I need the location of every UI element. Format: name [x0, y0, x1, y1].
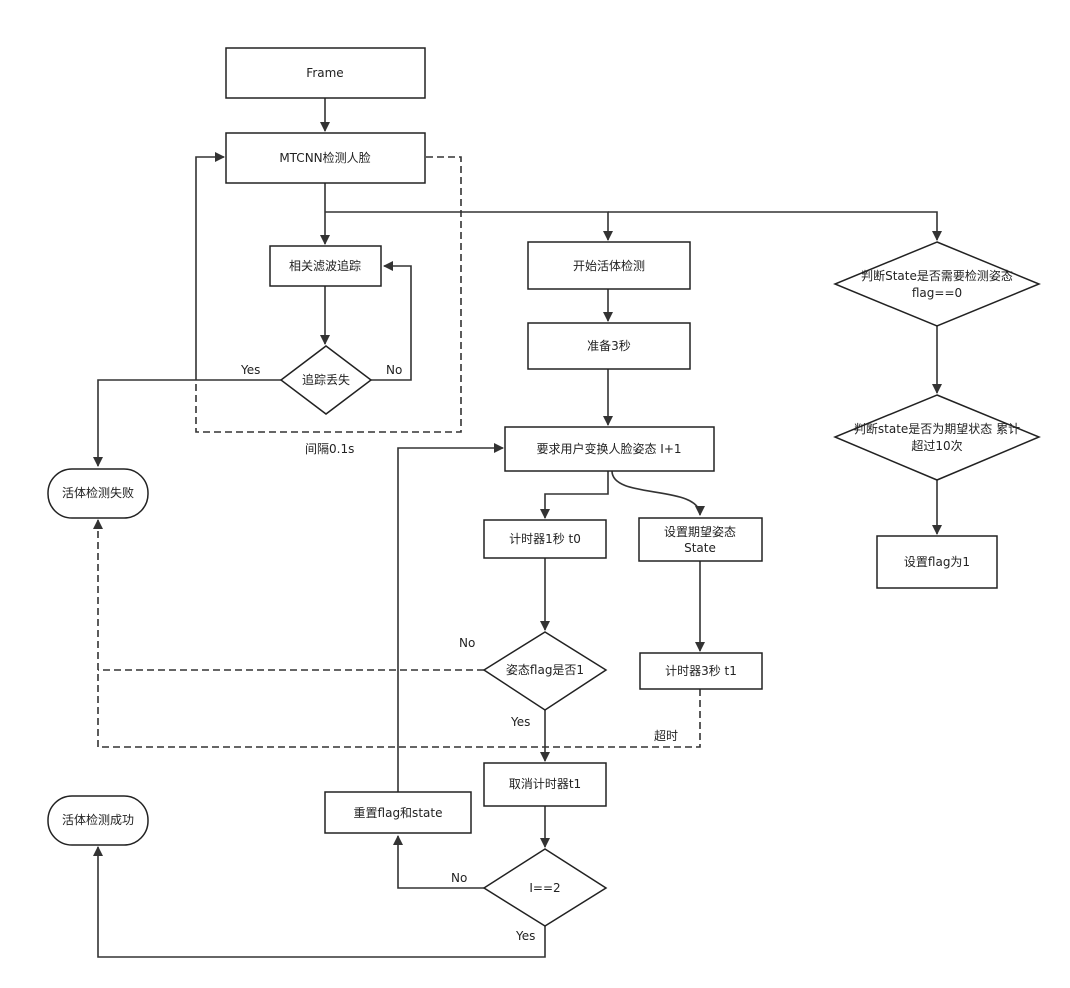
- node-set-flag-label: 设置flag为1: [904, 555, 970, 569]
- node-prepare-label: 准备3秒: [587, 339, 631, 353]
- edge-reset-request: [397, 443, 504, 792]
- node-success-label: 活体检测成功: [62, 812, 134, 827]
- node-success: 活体检测成功: [47, 795, 149, 846]
- node-set-flag: 设置flag为1: [876, 535, 998, 589]
- node-frame-label: Frame: [306, 66, 343, 80]
- edge-lost-yes: [93, 379, 281, 467]
- node-request: 要求用户变换人脸姿态 I+1: [504, 426, 715, 472]
- node-i-check-label: I==2: [529, 881, 560, 895]
- node-mtcnn-label: MTCNN检测人脸: [279, 150, 370, 165]
- label-pose-no: No: [459, 636, 475, 650]
- edge-i-no: [393, 835, 484, 889]
- node-pose-check-label: 姿态flag是否1: [506, 663, 584, 677]
- node-timer1: 计时器1秒 t0: [483, 519, 607, 559]
- node-setstate-label-1: 设置期望姿态: [664, 525, 736, 539]
- node-request-label: 要求用户变换人脸姿态 I+1: [536, 441, 681, 456]
- node-timer3-label: 计时器3秒 t1: [665, 664, 737, 678]
- node-pose-check: 姿态flag是否1: [482, 631, 608, 711]
- node-fail-label: 活体检测失败: [62, 485, 134, 500]
- label-interval: 间隔0.1s: [305, 442, 354, 456]
- node-lost-label: 追踪丢失: [302, 372, 350, 387]
- edge-interval-dashed: [195, 156, 462, 433]
- edge-mtcnn-judge: [608, 211, 942, 241]
- edge-timeout: [93, 519, 701, 748]
- node-setstate-label-2: State: [684, 541, 716, 555]
- node-prepare: 准备3秒: [527, 322, 691, 370]
- node-judge-state-label-1: 判断State是否需要检测姿态: [861, 268, 1013, 283]
- node-fail: 活体检测失败: [47, 468, 149, 519]
- node-judge-expect: 判断state是否为期望状态 累计 超过10次: [833, 394, 1041, 481]
- edge-request-setstate: [611, 470, 705, 516]
- label-i-no: No: [451, 871, 467, 885]
- node-judge-state-label-2: flag==0: [912, 286, 962, 300]
- node-mtcnn: MTCNN检测人脸: [225, 132, 426, 184]
- node-setstate: 设置期望姿态 State: [638, 517, 763, 562]
- node-cancel-label: 取消计时器t1: [509, 777, 581, 791]
- node-reset: 重置flag和state: [324, 791, 472, 834]
- label-pose-yes: Yes: [510, 715, 530, 729]
- edge-lost-no: [371, 261, 412, 381]
- edge-request-timer1: [540, 471, 609, 519]
- label-timeout: 超时: [654, 728, 678, 743]
- node-filter: 相关滤波追踪: [269, 245, 382, 287]
- label-i-yes: Yes: [515, 929, 535, 943]
- node-judge-expect-label-2: 超过10次: [911, 438, 962, 453]
- edge-i-yes: [93, 846, 546, 958]
- node-timer3: 计时器3秒 t1: [639, 652, 763, 690]
- node-lost: 追踪丢失: [279, 345, 373, 415]
- label-lost-no: No: [386, 363, 402, 377]
- node-judge-state: 判断State是否需要检测姿态 flag==0: [833, 241, 1041, 327]
- node-judge-expect-label-1: 判断state是否为期望状态 累计: [854, 421, 1020, 436]
- node-reset-label: 重置flag和state: [354, 806, 443, 820]
- edge-mtcnn-start: [325, 211, 613, 241]
- node-cancel: 取消计时器t1: [483, 762, 607, 807]
- node-frame: Frame: [225, 47, 426, 99]
- edge-loop-back: [195, 152, 225, 380]
- node-i-check: I==2: [482, 848, 608, 927]
- node-filter-label: 相关滤波追踪: [289, 258, 361, 273]
- label-lost-yes: Yes: [240, 363, 260, 377]
- node-timer1-label: 计时器1秒 t0: [509, 532, 581, 546]
- node-start-label: 开始活体检测: [573, 258, 645, 273]
- node-start: 开始活体检测: [527, 241, 691, 290]
- connectors: [93, 98, 942, 958]
